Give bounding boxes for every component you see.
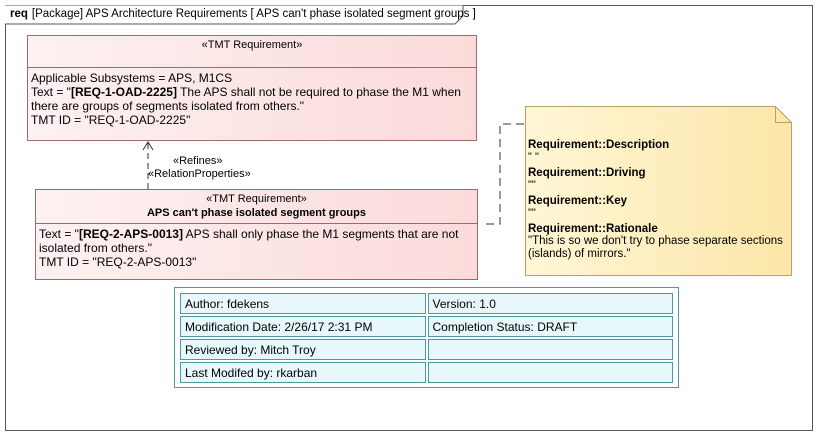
- empty-cell: [427, 362, 673, 383]
- frame-header[interactable]: req[Package] APS Architecture Requiremen…: [10, 6, 476, 23]
- requirement-id-ref: [REQ-1-OAD-2225]: [70, 85, 177, 99]
- note-value-description: " ": [528, 151, 539, 163]
- applicable-subsystems: Applicable Subsystems = APS, M1CS: [31, 71, 233, 85]
- note-label-description: Requirement::Description: [528, 139, 670, 151]
- compartment-divider: [28, 67, 476, 68]
- empty-cell: [427, 339, 673, 360]
- requirement-req-1-oad-2225[interactable]: «TMT Requirement» Applicable Subsystems …: [27, 35, 477, 141]
- author-cell: Author: fdekens: [180, 293, 426, 314]
- requirement-properties-note[interactable]: Requirement::Description " " Requirement…: [525, 106, 792, 276]
- requirement-properties: Applicable Subsystems = APS, M1CS Text =…: [28, 68, 476, 127]
- frame-tab-outline: [5, 5, 464, 25]
- text-rest-1: APS shall only phase the M1 segments tha…: [182, 227, 459, 241]
- requirement-id-ref: [REQ-2-APS-0013]: [78, 227, 183, 241]
- note-label-key: Requirement::Key: [528, 195, 628, 207]
- note-shape: [525, 106, 792, 276]
- requirement-text-line-1: Text = "[REQ-1-OAD-2225] The APS shall n…: [31, 85, 473, 99]
- frame-title: [Package] APS Architecture Requirements …: [31, 8, 476, 20]
- note-value-driving: "": [528, 179, 536, 191]
- requirement-stereotype: «TMT Requirement»: [206, 193, 307, 205]
- text-rest-1: The APS shall not be required to phase t…: [176, 85, 461, 99]
- table-row: Author: fdekens Version: 1.0: [180, 293, 673, 314]
- requirement-stereotype: «TMT Requirement»: [201, 39, 303, 51]
- requirement-text-line-1: Text = "[REQ-2-APS-0013] APS shall only …: [39, 227, 474, 241]
- table-row: Last Modifed by: rkarban: [180, 362, 673, 383]
- note-content: Requirement::Description " " Requirement…: [528, 139, 788, 265]
- requirement-name: APS can't phase isolated segment groups: [146, 207, 366, 219]
- frame-keyword: req: [10, 8, 28, 20]
- completion-status-cell: Completion Status: DRAFT: [427, 316, 673, 337]
- note-value-rationale: "This is so we don't try to phase separa…: [528, 235, 783, 260]
- refines-label: «Refines»: [173, 155, 223, 167]
- requirement-text-line-2: there are groups of segments isolated fr…: [31, 99, 305, 113]
- note-value-key: "": [528, 207, 536, 219]
- tmt-id: TMT ID = "REQ-2-APS-0013": [39, 255, 197, 269]
- reviewed-by-cell: Reviewed by: Mitch Troy: [180, 339, 426, 360]
- text-prefix: Text = ": [31, 85, 71, 99]
- requirement-text-line-2: isolated from others.": [39, 241, 152, 255]
- table-row: Modification Date: 2/26/17 2:31 PM Compl…: [180, 316, 673, 337]
- requirement-req-2-aps-0013[interactable]: «TMT Requirement» APS can't phase isolat…: [35, 189, 478, 280]
- info-grid: Author: fdekens Version: 1.0 Modificatio…: [178, 291, 675, 385]
- modification-date-cell: Modification Date: 2/26/17 2:31 PM: [180, 316, 426, 337]
- last-modified-cell: Last Modifed by: rkarban: [180, 362, 426, 383]
- requirement-properties: Text = "[REQ-2-APS-0013] APS shall only …: [36, 224, 477, 269]
- compartment-divider: [36, 223, 477, 224]
- table-row: Reviewed by: Mitch Troy: [180, 339, 673, 360]
- tmt-id: TMT ID = "REQ-1-OAD-2225": [31, 113, 191, 127]
- note-label-driving: Requirement::Driving: [528, 167, 646, 179]
- relation-properties-label: «RelationProperties»: [148, 168, 251, 180]
- diagram-info-table[interactable]: Author: fdekens Version: 1.0 Modificatio…: [174, 287, 679, 388]
- version-cell: Version: 1.0: [427, 293, 673, 314]
- text-prefix: Text = ": [39, 227, 79, 241]
- note-label-rationale: Requirement::Rationale: [528, 223, 658, 235]
